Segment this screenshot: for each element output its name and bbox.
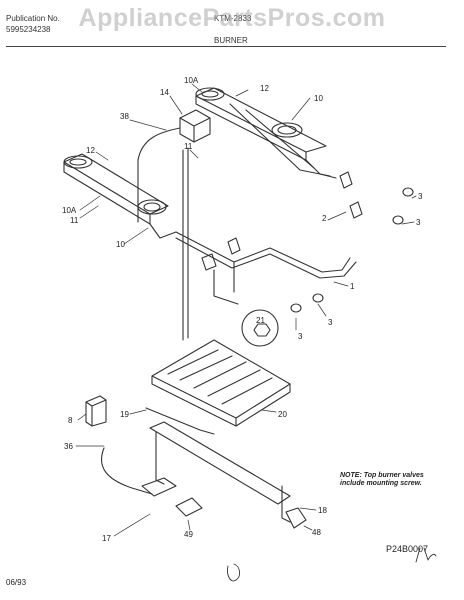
watermark: AppliancePartsPros.com [78,4,386,32]
publication-date: 06/93 [6,578,27,587]
callout-1: 1 [350,282,355,291]
callout-11-top: 11 [184,142,193,151]
callout-12-top: 12 [260,84,269,93]
callout-18: 18 [318,506,327,515]
callout-10a-top: 10A [184,76,199,85]
callout-10a-left: 10A [62,206,77,215]
note-line-2: include mounting screw. [340,480,422,487]
callout-3-lower-right: 3 [328,318,333,327]
callout-3-middle: 3 [416,218,421,227]
publication-label: Publication No. [6,14,60,23]
left-burner-assembly [63,153,177,239]
section-title: BURNER [214,36,248,45]
note-line-1: NOTE: Top burner valves [340,472,424,479]
callout-3-upper: 3 [418,192,423,201]
callout-21: 21 [256,316,265,325]
callout-2: 2 [322,214,327,223]
callout-10-top: 10 [314,94,323,103]
hex-nut [241,309,279,347]
right-burner-assembly [195,87,337,179]
publication-number: 5995234238 [6,25,51,34]
callout-19: 19 [120,410,129,419]
callout-49: 49 [184,530,193,539]
diagram-code: P24B0007 [386,544,429,554]
thermostat-bulb [145,407,215,435]
callout-48: 48 [312,528,321,537]
burner-valves [201,171,363,271]
callout-3-lower-left: 3 [298,332,303,341]
callout-11-left: 11 [70,216,79,225]
callout-14: 14 [160,88,169,97]
header-divider [6,46,446,47]
callout-8: 8 [68,416,73,425]
callout-36: 36 [64,442,73,451]
gas-manifold [175,147,357,341]
callout-17: 17 [102,534,111,543]
callout-12-left: 12 [86,146,95,155]
oven-baffle [151,339,291,427]
spark-module [179,109,211,143]
callout-20: 20 [278,410,287,419]
valve-knobs [290,187,414,313]
igniter-wire [137,127,181,223]
callout-leaders [75,83,417,537]
handwritten-marks [227,547,437,582]
model-number: KTM-2833 [214,14,252,23]
oven-burner-tube [101,421,307,529]
callout-38: 38 [120,112,129,121]
oven-valve [85,395,107,427]
callout-10-left: 10 [116,240,125,249]
